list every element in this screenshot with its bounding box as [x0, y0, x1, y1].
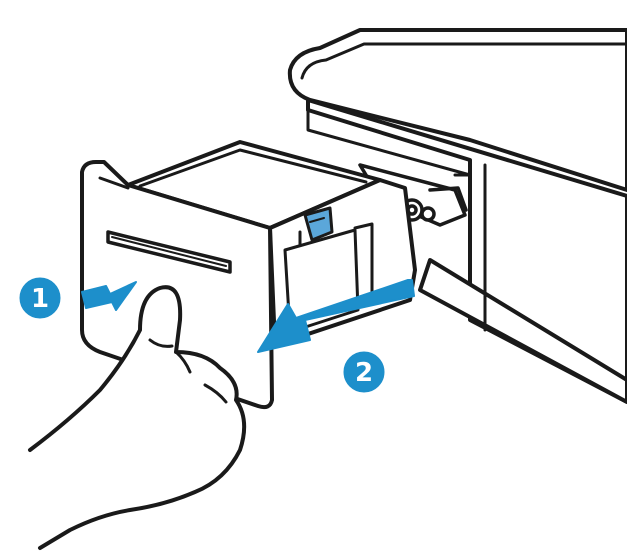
- step-1-badge: 1: [16, 274, 64, 322]
- push-arrow: [81, 281, 137, 311]
- hand: [28, 285, 247, 550]
- step-2-number: 2: [355, 358, 373, 388]
- blue-release-tab[interactable]: [303, 206, 334, 242]
- step-2-badge: 2: [340, 348, 388, 396]
- step-1-number: 1: [31, 284, 49, 314]
- pull-arrow: [257, 279, 415, 353]
- printer-body: [287, 28, 627, 404]
